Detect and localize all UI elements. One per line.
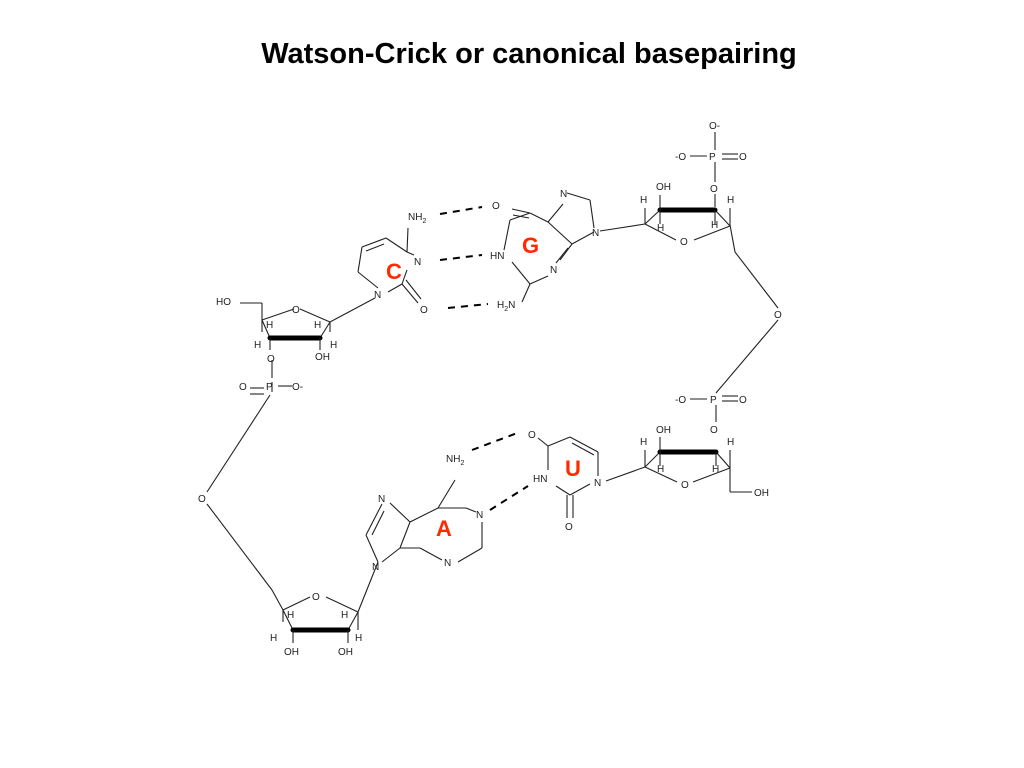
atom-label: O- <box>292 382 303 393</box>
guanine-ring <box>503 192 595 303</box>
atom-label: P <box>710 395 717 406</box>
adenine-ring <box>365 479 483 563</box>
atom-label: O <box>198 494 206 505</box>
ribose-u <box>605 437 752 493</box>
atom-label: OH <box>284 647 299 658</box>
atom-label: H <box>341 610 348 621</box>
atom-label: H <box>657 464 664 475</box>
atom-label: H <box>712 464 719 475</box>
atom-label: H <box>640 437 647 448</box>
atom-label: H <box>270 633 277 644</box>
atom-label: N <box>594 478 601 489</box>
atom-label: O <box>492 201 500 212</box>
base-label-u: U <box>565 456 581 481</box>
atom-label: OH <box>315 352 330 363</box>
atom-label: NH2 <box>408 212 426 225</box>
base-label-a: A <box>436 516 452 541</box>
atom-label: O <box>267 354 275 365</box>
atom-label: H <box>314 320 321 331</box>
atom-label: N <box>476 510 483 521</box>
atom-label: N <box>374 290 381 301</box>
base-label-g: G <box>522 233 539 258</box>
atom-label: H <box>711 220 718 231</box>
atom-label: O <box>710 425 718 436</box>
hbond-cg-2 <box>439 254 483 261</box>
atom-label: O <box>565 522 573 533</box>
atom-label: H2N <box>497 300 515 313</box>
atom-label: O <box>312 592 320 603</box>
atom-label: O <box>239 382 247 393</box>
atom-label: O <box>739 152 747 163</box>
atom-label: OH <box>338 647 353 658</box>
atom-label: P <box>709 152 716 163</box>
uracil-ring <box>537 436 599 518</box>
atom-label: N <box>414 257 421 268</box>
atom-label: HN <box>490 251 504 262</box>
atom-labels: HO O H H H H OH O O P O- O N N O NH2 O H… <box>198 121 782 658</box>
atom-label: H <box>640 195 647 206</box>
hbond-au-2 <box>489 485 529 511</box>
hydrogen-bonds <box>439 206 529 511</box>
atom-label: N <box>560 189 567 200</box>
atom-label: H <box>266 320 273 331</box>
base-labels: C G U A <box>386 233 581 541</box>
atom-label: H <box>657 223 664 234</box>
phosphodiester-backbone <box>206 132 779 591</box>
ribose-c <box>240 297 376 350</box>
atom-label: O <box>528 430 536 441</box>
hbond-cg-3 <box>447 303 489 309</box>
atom-label: HO <box>216 297 231 308</box>
atom-label: O- <box>709 121 720 132</box>
atom-label: NH2 <box>446 454 464 467</box>
atom-label: N <box>378 494 385 505</box>
atom-label: H <box>727 437 734 448</box>
cytosine-ring <box>357 227 422 304</box>
atom-label: O <box>420 305 428 316</box>
atom-label: O <box>681 480 689 491</box>
base-label-c: C <box>386 259 402 284</box>
hbond-cg-1 <box>439 206 483 215</box>
ribose-a <box>271 561 379 643</box>
atom-label: -O <box>675 395 686 406</box>
atom-label: H <box>254 340 261 351</box>
atom-label: N <box>444 558 451 569</box>
atom-label: HN <box>533 474 547 485</box>
atom-label: OH <box>656 182 671 193</box>
atom-label: N <box>372 562 379 573</box>
atom-label: H <box>330 340 337 351</box>
atom-label: O <box>680 237 688 248</box>
atom-label: O <box>739 395 747 406</box>
ribose-g <box>599 195 731 241</box>
atom-label: P <box>266 382 273 393</box>
atom-label: N <box>592 228 599 239</box>
atom-label: OH <box>754 488 769 499</box>
atom-label: O <box>710 184 718 195</box>
atom-label: O <box>292 305 300 316</box>
atom-label: N <box>550 265 557 276</box>
atom-label: -O <box>675 152 686 163</box>
hbond-au-1 <box>471 431 521 451</box>
atom-label: OH <box>656 425 671 436</box>
atom-label: H <box>355 633 362 644</box>
atom-label: H <box>287 610 294 621</box>
atom-label: H <box>727 195 734 206</box>
atom-label: O <box>774 310 782 321</box>
page-title: Watson-Crick or canonical basepairing <box>261 38 797 70</box>
